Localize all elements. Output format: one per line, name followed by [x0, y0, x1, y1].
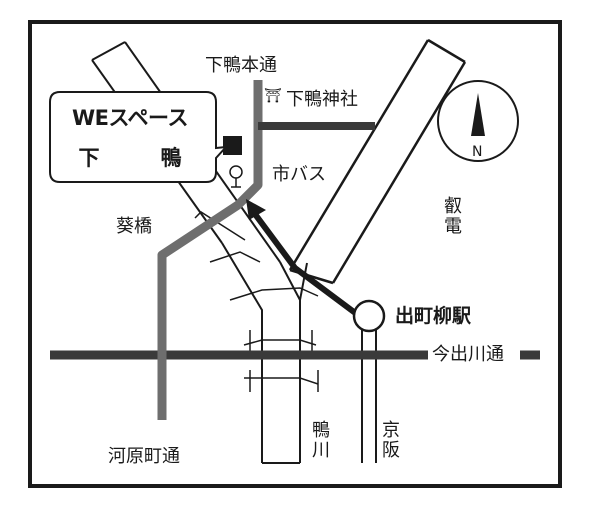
bus-stop-icon — [229, 165, 243, 188]
route-arrowhead — [246, 199, 266, 220]
eiden-railway — [288, 38, 467, 285]
label-eiden: 叡電 — [441, 196, 462, 236]
venue-callout — [49, 91, 229, 183]
shrine-icon: ⛩ — [264, 88, 282, 104]
label-imadegawa-dori: 今出川通 — [432, 344, 504, 365]
label-shimogamo-hondori: 下鴨本通 — [205, 55, 277, 76]
venue-callout-text: WEスペース 下 鴨 — [50, 92, 210, 182]
label-keihan: 京阪 — [379, 420, 400, 460]
walking-route — [249, 208, 364, 321]
venue-name-line2: 下 鴨 — [78, 146, 202, 170]
label-city-bus: 市バス — [272, 164, 326, 185]
north-arrow-icon — [471, 93, 485, 136]
label-aoi-bridge: 葵橋 — [116, 216, 152, 237]
label-demachiyanagi-station: 出町柳駅 — [395, 305, 472, 327]
label-shimogamo-shrine: 下鴨神社 — [286, 89, 358, 110]
bridges — [194, 211, 319, 392]
compass — [437, 80, 519, 162]
label-kamogawa: 鴨川 — [309, 420, 330, 460]
label-kawaramachi-dori: 河原町通 — [108, 446, 180, 467]
demachiyanagi-station-marker — [352, 299, 386, 333]
compass-north-label: N — [472, 144, 483, 160]
venue-name-line1: WEスペース — [72, 106, 189, 130]
venue-marker — [223, 136, 242, 155]
shimogamo-kawaramachi-road — [157, 80, 263, 420]
